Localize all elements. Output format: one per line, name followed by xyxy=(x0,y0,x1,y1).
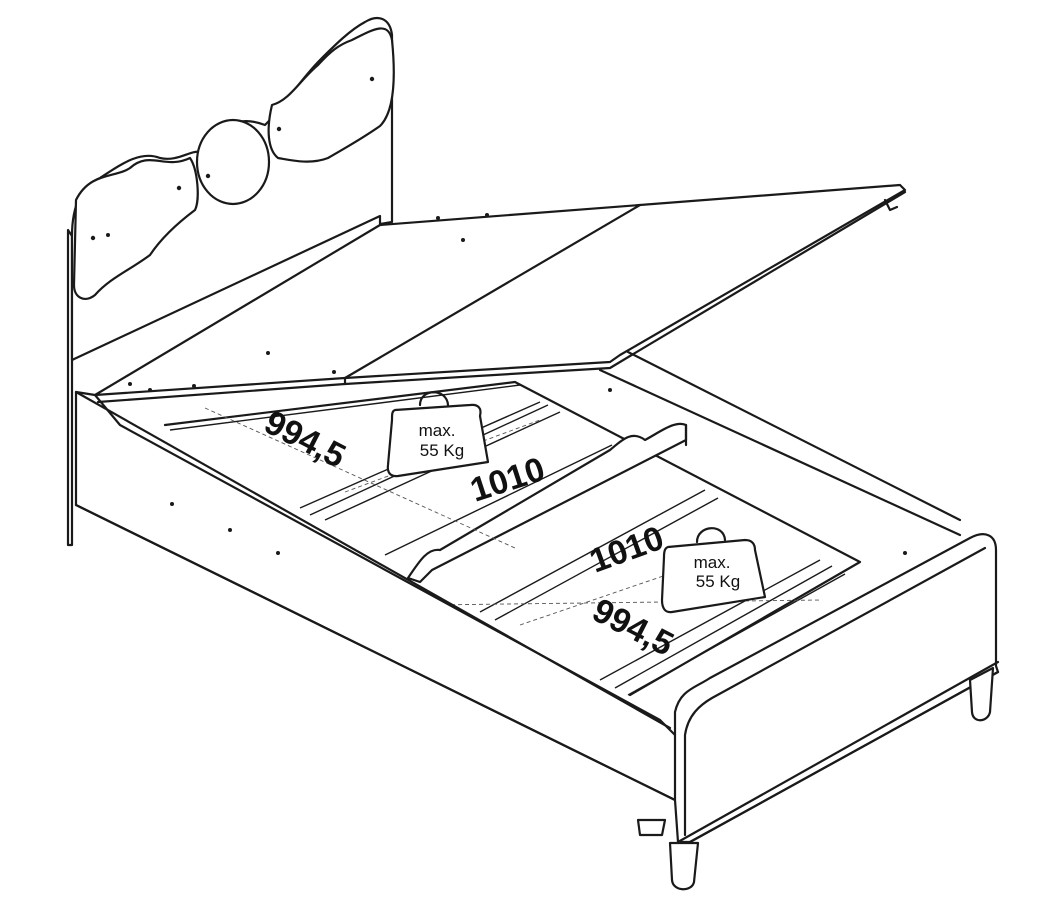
legs xyxy=(636,666,995,891)
lid-hole xyxy=(332,370,336,374)
dimension-upper-length: 994,5 xyxy=(258,403,351,475)
headboard-hole xyxy=(106,233,110,237)
headboard-circle xyxy=(195,118,271,206)
dimension-guide xyxy=(204,407,516,549)
side-rail xyxy=(74,390,682,802)
headboard-hole xyxy=(176,185,182,191)
rail-hole xyxy=(276,551,280,555)
headboard-cloud-left xyxy=(72,156,199,300)
footboard xyxy=(673,533,1000,844)
headboard-hole xyxy=(369,76,375,82)
leg xyxy=(668,841,700,891)
headboard xyxy=(66,17,395,547)
lid-hole xyxy=(266,351,270,355)
headboard-cloud-right xyxy=(267,27,395,163)
dimension-guide xyxy=(429,599,821,606)
rail-hole xyxy=(170,502,174,506)
weight-badge-upper: max. 55 Kg xyxy=(386,391,490,478)
dimension-lower-width: 1010 xyxy=(585,519,669,581)
rail-hole xyxy=(228,528,232,532)
rail-hole xyxy=(608,388,612,392)
weight-badge-lower: max. 55 Kg xyxy=(660,527,767,614)
weight-label-upper-line2: 55 Kg xyxy=(420,441,464,460)
lid-hole xyxy=(192,384,196,388)
weight-label-upper-line1: max. xyxy=(419,421,456,440)
lid-panel xyxy=(93,183,907,404)
weight-label-lower-line2: 55 Kg xyxy=(696,572,740,591)
rail-hole xyxy=(903,551,907,555)
lid-hole xyxy=(461,238,465,242)
headboard-hole xyxy=(276,126,282,132)
weight-label-lower-line1: max. xyxy=(694,553,731,572)
lid-hole xyxy=(485,213,489,217)
lid-hole xyxy=(148,388,152,392)
leg xyxy=(636,818,667,837)
headboard-hole xyxy=(205,173,211,179)
leg xyxy=(968,666,995,722)
right-rail xyxy=(598,350,962,555)
dimension-guide xyxy=(519,559,711,626)
lid-hole xyxy=(128,382,132,386)
lid-hole xyxy=(436,216,440,220)
storage-box xyxy=(163,380,862,697)
headboard-hole xyxy=(90,235,96,241)
center-divider xyxy=(406,422,688,584)
